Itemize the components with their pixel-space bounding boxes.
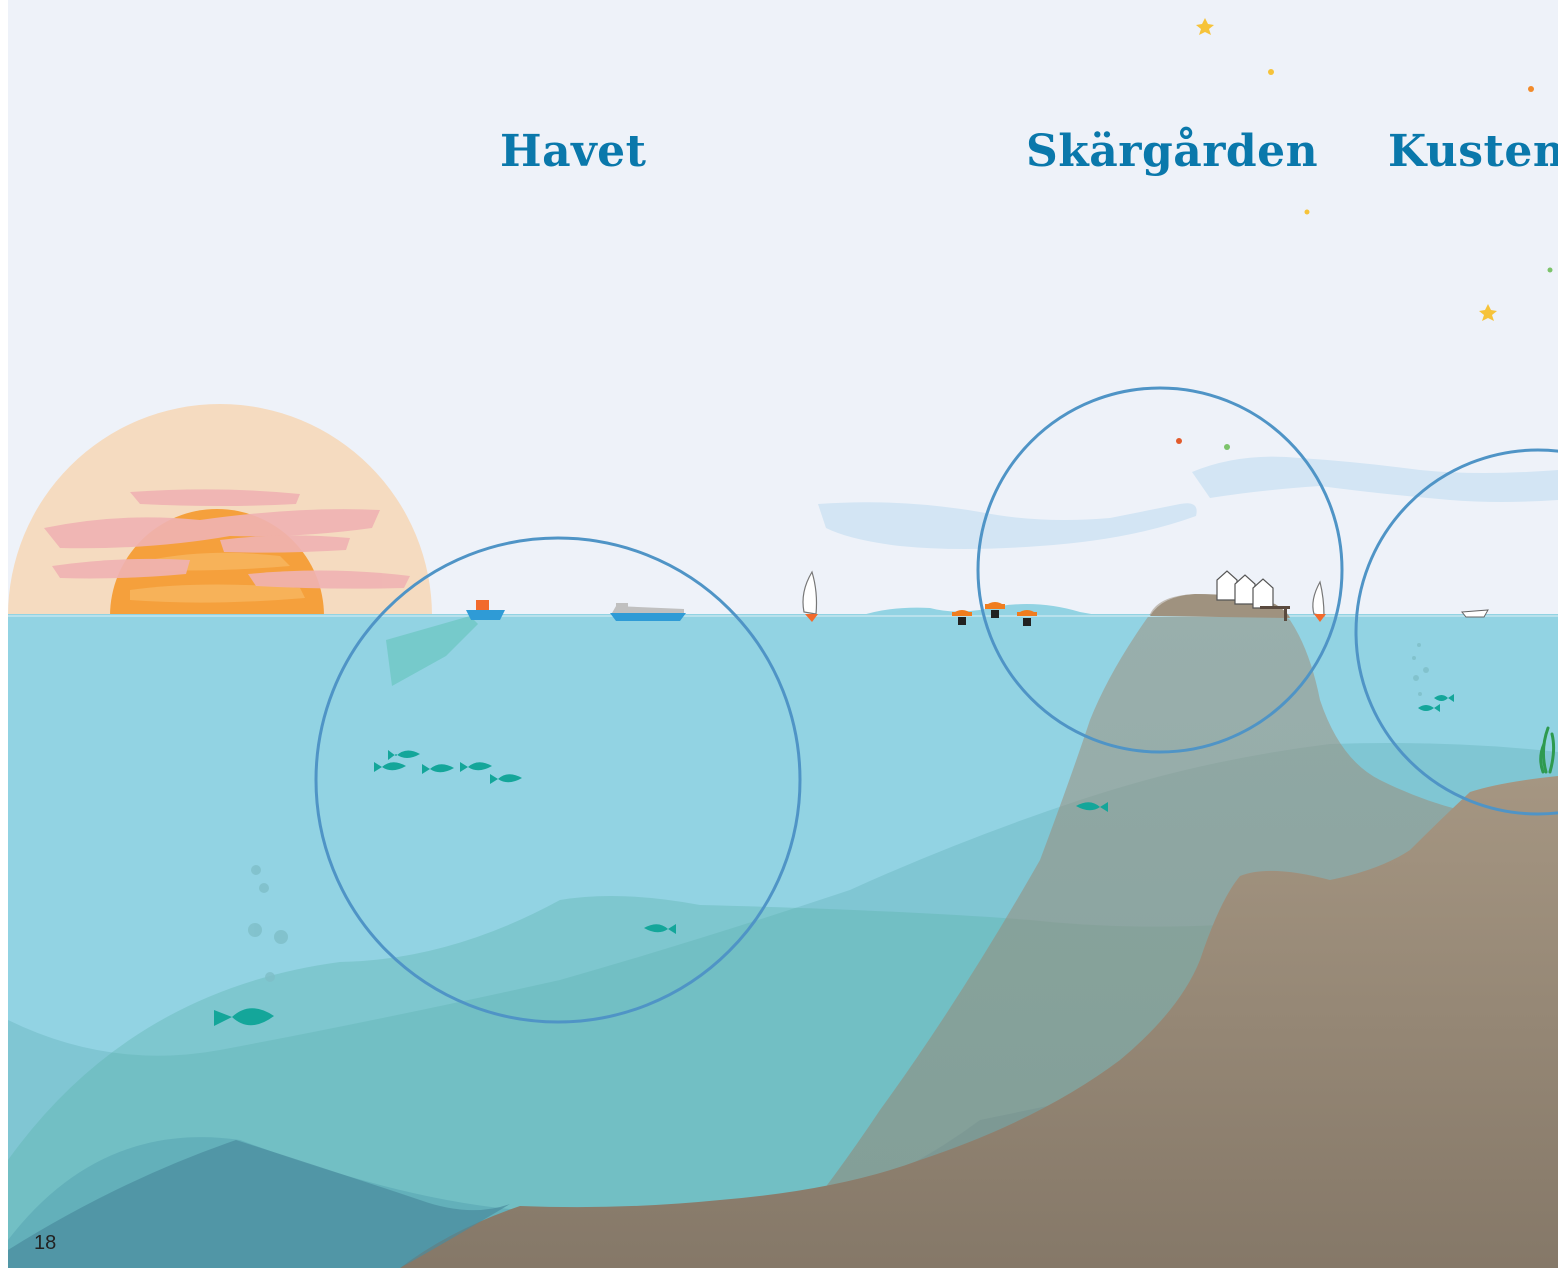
sunset-clouds — [44, 489, 410, 589]
buoy-icon — [952, 610, 972, 625]
seaweed-icon — [1539, 726, 1556, 774]
deep-trench — [8, 1140, 510, 1268]
bubble-icon — [248, 643, 1429, 982]
buoy-icon — [985, 602, 1005, 618]
zone-title-skargarden: Skärgården — [1026, 126, 1319, 177]
skargarden-zone-circle — [976, 386, 1344, 754]
kusten-zone-circle — [1354, 448, 1558, 816]
sonar-beam — [386, 616, 478, 686]
ferry-icon — [610, 603, 686, 621]
motorboat-icon — [1461, 609, 1489, 618]
page-margin — [0, 0, 8, 1268]
distant-clouds — [818, 456, 1558, 549]
sailboat-icon — [802, 570, 818, 622]
zone-title-havet: Havet — [500, 126, 647, 177]
star-icon — [1176, 18, 1553, 450]
ship-icon — [386, 600, 505, 686]
seabed-land — [400, 776, 1558, 1268]
sailboat-icon — [1312, 580, 1326, 622]
buoy-icon — [1017, 610, 1037, 626]
havet-zone-circle — [314, 536, 802, 1024]
page-number: 18 — [34, 1232, 57, 1254]
house-icon — [1216, 570, 1274, 609]
pier — [1260, 606, 1290, 621]
zone-title-kusten: Kusten — [1388, 126, 1558, 177]
wave-crest — [860, 604, 1150, 622]
fish-icon — [214, 694, 1454, 1026]
